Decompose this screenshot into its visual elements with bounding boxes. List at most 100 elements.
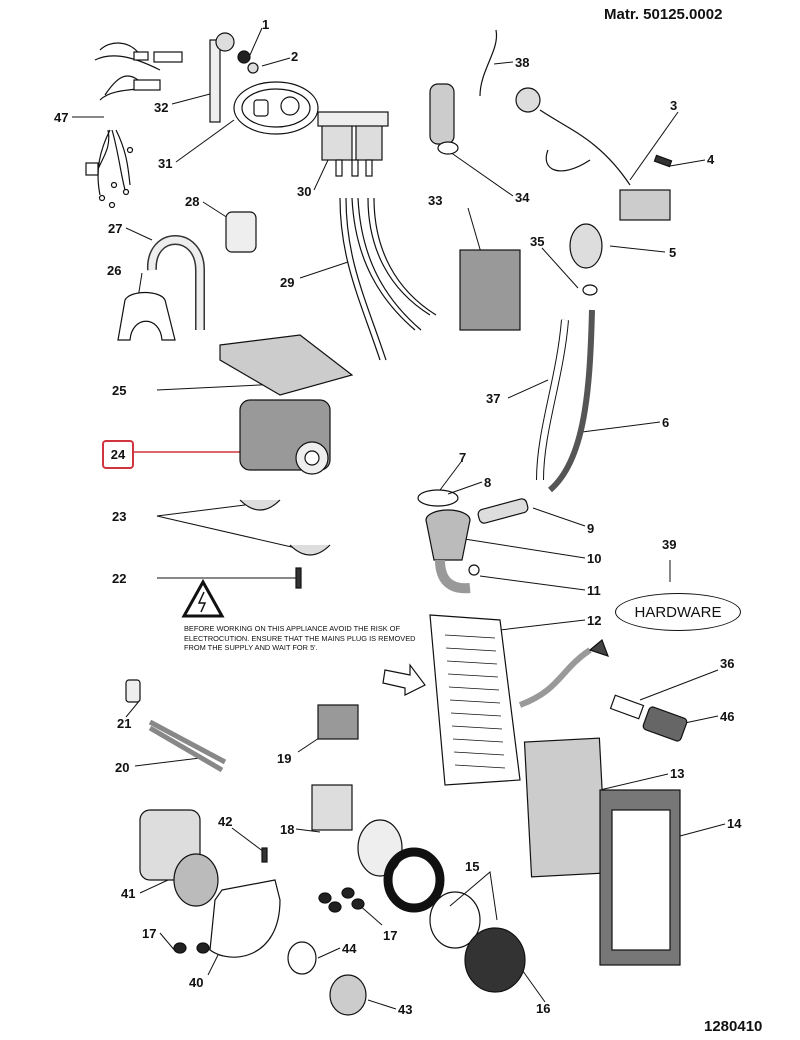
drawing-number: 1280410 bbox=[704, 1018, 763, 1035]
leader-9 bbox=[532, 507, 586, 527]
part-9-connector bbox=[477, 498, 529, 524]
part-label-38[interactable]: 38 bbox=[515, 55, 530, 70]
leader-41 bbox=[139, 879, 169, 894]
part-label-6[interactable]: 6 bbox=[662, 415, 670, 430]
part-label-21[interactable]: 21 bbox=[117, 716, 132, 731]
arrow-to-hardware-icon bbox=[588, 638, 610, 657]
part-label-17-left[interactable]: 17 bbox=[142, 926, 157, 941]
part-29-hoses bbox=[339, 197, 437, 361]
part-label-43[interactable]: 43 bbox=[398, 1002, 413, 1017]
part-label-19[interactable]: 19 bbox=[277, 751, 292, 766]
part-21-ntc-sensor bbox=[125, 679, 141, 703]
leader-17a bbox=[159, 932, 177, 953]
part-label-31[interactable]: 31 bbox=[158, 156, 173, 171]
part-2-washer bbox=[247, 62, 259, 74]
part-47-wiring-harness bbox=[85, 42, 183, 209]
part-label-22[interactable]: 22 bbox=[112, 571, 127, 586]
part-label-13[interactable]: 13 bbox=[670, 766, 685, 781]
part-label-14[interactable]: 14 bbox=[727, 816, 742, 831]
part-label-7[interactable]: 7 bbox=[459, 450, 467, 465]
high-voltage-warning-icon bbox=[181, 578, 225, 618]
part-label-30[interactable]: 30 bbox=[297, 184, 312, 199]
part-label-5[interactable]: 5 bbox=[669, 245, 677, 260]
part-label-9[interactable]: 9 bbox=[587, 521, 595, 536]
leader-11 bbox=[479, 575, 586, 591]
leader-14 bbox=[679, 823, 726, 837]
part-26-hose-bracket bbox=[117, 291, 176, 341]
part-label-41[interactable]: 41 bbox=[121, 886, 136, 901]
part-label-33[interactable]: 33 bbox=[428, 193, 443, 208]
part-28-bracket bbox=[225, 211, 257, 253]
part-label-23[interactable]: 23 bbox=[112, 509, 127, 524]
hardware-label[interactable]: HARDWARE bbox=[615, 593, 741, 631]
leader-12 bbox=[499, 619, 586, 631]
leader-21 bbox=[125, 699, 141, 718]
part-label-28[interactable]: 28 bbox=[185, 194, 200, 209]
part-36-connector bbox=[609, 694, 645, 720]
warning-text: BEFORE WORKING ON THIS APPLIANCE AVOID T… bbox=[184, 624, 416, 652]
part-label-37[interactable]: 37 bbox=[486, 391, 501, 406]
part-label-8[interactable]: 8 bbox=[484, 475, 492, 490]
part-5-pressure-switch bbox=[569, 223, 603, 269]
part-33-door-lock bbox=[459, 249, 521, 331]
part-15-gasket-thin bbox=[429, 891, 481, 949]
part-label-27[interactable]: 27 bbox=[108, 221, 123, 236]
part-label-35[interactable]: 35 bbox=[530, 234, 545, 249]
part-label-18[interactable]: 18 bbox=[280, 822, 295, 837]
part-label-3[interactable]: 3 bbox=[670, 98, 678, 113]
part-20-heating-element bbox=[148, 719, 227, 773]
part-label-4[interactable]: 4 bbox=[707, 152, 715, 167]
part-label-15[interactable]: 15 bbox=[465, 859, 480, 874]
part-3-power-cord bbox=[515, 87, 671, 221]
part-label-1[interactable]: 1 bbox=[262, 17, 270, 32]
part-label-12[interactable]: 12 bbox=[587, 613, 602, 628]
part-10-sump bbox=[425, 509, 471, 594]
part-38-wire bbox=[479, 29, 498, 97]
leader-34 bbox=[449, 151, 514, 197]
part-35-spacer bbox=[582, 284, 598, 296]
part-label-26[interactable]: 26 bbox=[107, 263, 122, 278]
part-label-16[interactable]: 16 bbox=[536, 1001, 551, 1016]
part-13-electronic-board bbox=[523, 737, 608, 878]
leader-43 bbox=[367, 999, 397, 1010]
part-label-39[interactable]: 39 bbox=[662, 537, 677, 552]
leader-35 bbox=[541, 247, 579, 289]
part-22-screw bbox=[295, 567, 302, 589]
part-17-feet-left bbox=[173, 942, 210, 954]
part-label-2[interactable]: 2 bbox=[291, 49, 299, 64]
part-label-44[interactable]: 44 bbox=[342, 941, 357, 956]
part-23-clamp-lower bbox=[289, 544, 331, 556]
part-label-10[interactable]: 10 bbox=[587, 551, 602, 566]
part-label-29[interactable]: 29 bbox=[280, 275, 295, 290]
part-label-17-right[interactable]: 17 bbox=[383, 928, 398, 943]
part-label-32[interactable]: 32 bbox=[154, 100, 169, 115]
part-label-34[interactable]: 34 bbox=[515, 190, 530, 205]
part-14-board-frame bbox=[599, 789, 681, 966]
leader-6 bbox=[581, 421, 661, 433]
part-label-24-highlighted[interactable]: 24 bbox=[102, 440, 134, 469]
part-label-46[interactable]: 46 bbox=[720, 709, 735, 724]
leader-36 bbox=[639, 669, 719, 701]
part-30-inlet-valve bbox=[317, 111, 389, 177]
part-label-42[interactable]: 42 bbox=[218, 814, 233, 829]
part-40-pump-bracket bbox=[209, 879, 281, 958]
part-8-spring-ring bbox=[417, 489, 459, 507]
part-15-gasket-thick bbox=[383, 847, 445, 913]
part-23-clamp-upper bbox=[239, 499, 281, 511]
leader-23 bbox=[156, 504, 297, 549]
leader-2 bbox=[261, 57, 291, 67]
part-label-40[interactable]: 40 bbox=[189, 975, 204, 990]
part-label-25[interactable]: 25 bbox=[112, 383, 127, 398]
part-label-20[interactable]: 20 bbox=[115, 760, 130, 775]
leader-29 bbox=[299, 261, 349, 279]
part-label-11[interactable]: 11 bbox=[587, 583, 601, 598]
part-1-cap bbox=[237, 50, 251, 64]
leader-18 bbox=[295, 828, 321, 833]
leader-20 bbox=[134, 757, 201, 767]
leader-30 bbox=[313, 159, 329, 191]
leader-44 bbox=[317, 947, 341, 959]
part-42-screw bbox=[261, 847, 268, 863]
part-label-47[interactable]: 47 bbox=[54, 110, 69, 125]
part-label-36[interactable]: 36 bbox=[720, 656, 735, 671]
